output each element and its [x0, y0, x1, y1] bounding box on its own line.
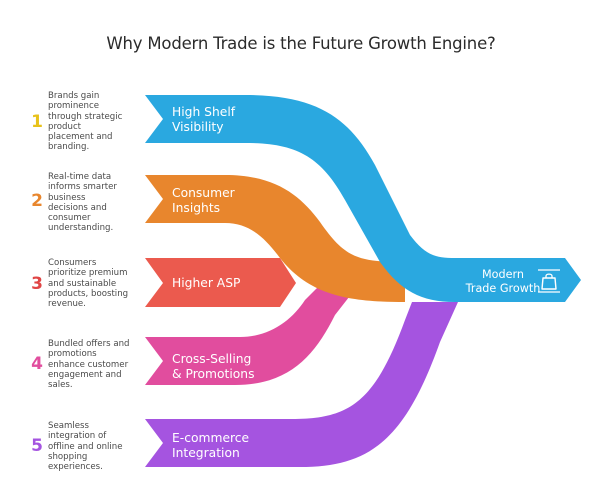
- flow-band-cross-selling: [145, 283, 360, 385]
- flow-band-high-shelf: [145, 95, 581, 302]
- page-title: Why Modern Trade is the Future Growth En…: [106, 34, 496, 53]
- flow-band-ecommerce: [145, 302, 458, 467]
- item-3-number: 3: [31, 274, 43, 294]
- flow-band-consumer-insights: [145, 175, 405, 302]
- item-4-label: Cross-Selling& Promotions: [172, 352, 255, 381]
- item-3-label: Higher ASP: [172, 276, 241, 290]
- item-5-number: 5: [31, 436, 43, 456]
- item-4-number: 4: [31, 354, 43, 374]
- item-1-number: 1: [31, 112, 43, 132]
- shopping-bag-icon: [538, 269, 560, 293]
- item-2-number: 2: [31, 191, 43, 211]
- flow-band-higher-asp: [145, 258, 296, 307]
